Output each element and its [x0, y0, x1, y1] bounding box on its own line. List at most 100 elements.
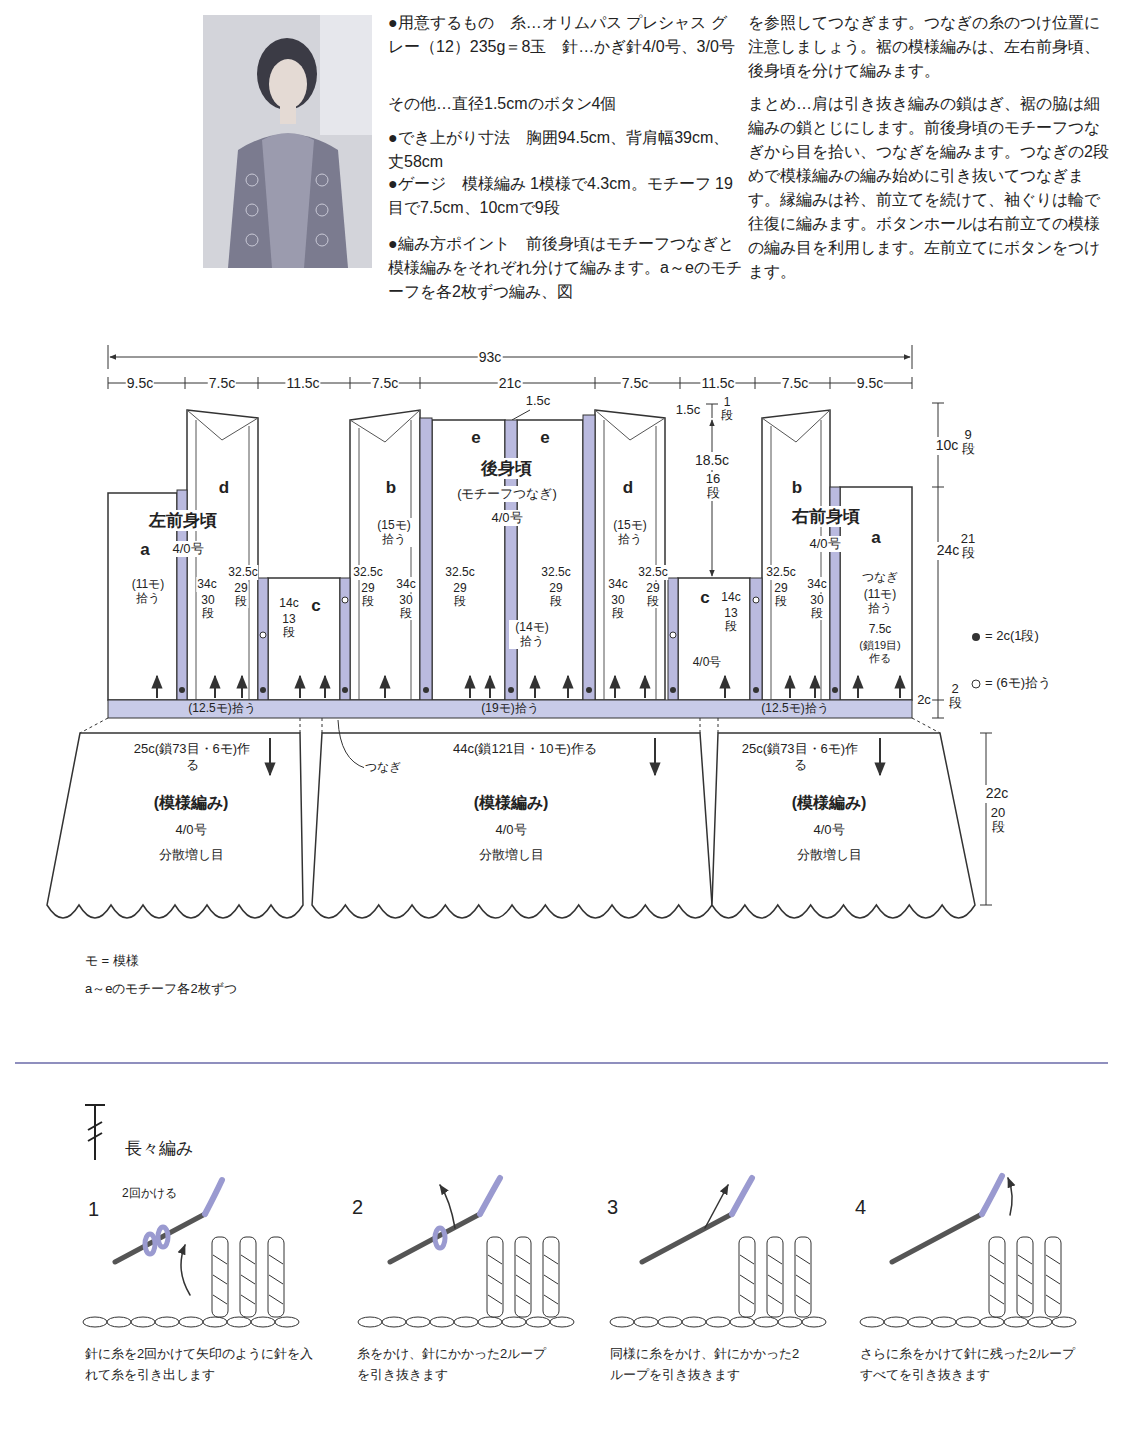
dimension-label: つなぎ — [861, 570, 899, 585]
dimension-label: 30段 — [611, 594, 626, 620]
dimension-label: 32.5c — [227, 565, 258, 580]
step-number: 1 — [88, 1197, 99, 1222]
dimension-label: 4/0号 — [171, 541, 204, 557]
dimension-label: 44c(鎖121目・10モ)作る — [452, 741, 598, 757]
panel-title: (模様編み) — [474, 791, 549, 815]
motif-strip: b — [762, 418, 830, 700]
dimension-label: 右前身頃 — [791, 506, 861, 527]
dimension-label: 10c — [935, 437, 960, 455]
dimension-label: 21c — [498, 375, 523, 393]
step-number: 2 — [352, 1195, 363, 1220]
motif-letter: c — [311, 596, 320, 616]
dimension-label: 7.5c — [868, 622, 893, 637]
legend-text: = 2c(1段) — [985, 628, 1039, 644]
motif-strip: b — [350, 418, 420, 700]
dimension-label: (15モ)拾う — [607, 518, 653, 547]
stitch-name: 長々編み — [125, 1138, 193, 1159]
panel-title: (模様編み) — [792, 791, 867, 815]
dimension-label: 32.5c — [765, 565, 796, 580]
instruction-text: ●用意するもの 糸…オリムパス プレシャス グレー（12）235g＝8玉 針…か… — [388, 11, 742, 59]
dimension-label: 13段 — [724, 607, 739, 633]
dimension-label: (19モ)拾う — [481, 701, 538, 716]
instruction-text: を参照してつなぎます。つなぎの糸のつけ位置に注意しましょう。裾の模様編みは、左右… — [748, 11, 1113, 83]
dimension-label: 14c — [720, 590, 741, 605]
dimension-label: 25c(鎖73目・6モ)作る — [737, 741, 863, 772]
dimension-label: 34c — [806, 577, 827, 592]
step-caption: 同様に糸をかけ、針にかかった2ループを引き抜きます — [610, 1343, 810, 1386]
motif-letter: e — [471, 428, 480, 448]
dimension-label: 29段 — [234, 582, 249, 608]
instruction-text: ●ゲージ 模様編み 1模様で4.3cm。モチーフ 19目で7.5cm、10cmで… — [388, 172, 742, 220]
dimension-label: 21段 — [960, 532, 976, 561]
panel-note: 4/0号 — [813, 820, 844, 840]
dimension-label: 7.5c — [371, 375, 399, 393]
dimension-label: 7.5c — [781, 375, 809, 393]
dimension-label: (12.5モ)拾う — [188, 701, 255, 716]
motif-letter: b — [792, 478, 802, 498]
instruction-text: まとめ…肩は引き抜き編みの鎖はぎ、裾の脇は細編みの鎖とじにします。前後身頃のモチ… — [748, 92, 1113, 284]
dimension-label: 7.5c — [621, 375, 649, 393]
dimension-label: 22c — [985, 785, 1010, 803]
dimension-label: 9.5c — [126, 375, 154, 393]
dimension-label: 29段 — [453, 582, 468, 608]
dimension-label: 32.5c — [352, 565, 383, 580]
dimension-label: (14モ)拾う — [509, 620, 555, 649]
dimension-label: 16段 — [705, 472, 721, 501]
motif-letter: e — [540, 428, 549, 448]
dimension-label: 7.5c — [208, 375, 236, 393]
motif-letter: a — [871, 528, 880, 548]
dimension-label: 34c — [395, 577, 416, 592]
panel-note: 4/0号 — [495, 820, 526, 840]
dimension-label: 34c — [607, 577, 628, 592]
step-number: 4 — [855, 1195, 866, 1220]
dimension-label: 2c — [916, 692, 932, 708]
instruction-text: ●編み方ポイント 前後身頃はモチーフつなぎと模様編みをそれぞれ分けて編みます。a… — [388, 232, 742, 304]
legend-text: = (6モ)拾う — [985, 675, 1051, 691]
step-caption: さらに糸をかけて針に残った2ループすべてを引き抜きます — [860, 1343, 1080, 1386]
note-text: a～eのモチーフ各2枚ずつ — [85, 981, 237, 997]
skirt-panel: (模様編み) 4/0号分散増し目 — [322, 733, 700, 905]
dimension-label: 14c — [278, 596, 299, 611]
dimension-label: 4/0号 — [490, 510, 523, 526]
dimension-label: 30段 — [810, 594, 825, 620]
dimension-label: 30段 — [399, 594, 414, 620]
dimension-label: 左前身頃 — [148, 510, 218, 531]
dimension-label: 9.5c — [856, 375, 884, 393]
dimension-label: 32.5c — [540, 565, 571, 580]
panel-note: 分散増し目 — [797, 845, 862, 865]
dimension-label: (15モ)拾う — [371, 518, 417, 547]
dimension-label: 後身頃 — [480, 458, 533, 479]
dimension-label: 11.5c — [285, 375, 320, 393]
dimension-label: 2段 — [947, 682, 963, 711]
instruction-text: ●でき上がり寸法 胸囲94.5cm、背肩幅39cm、丈58cm — [388, 126, 742, 174]
dimension-label: 29段 — [774, 582, 789, 608]
step-caption: 糸をかけ、針にかかった2ループを引き抜きます — [357, 1343, 552, 1386]
motif-letter: d — [219, 478, 229, 498]
step-number: 3 — [607, 1195, 618, 1220]
dimension-label: (11モ)拾う — [125, 577, 171, 606]
dimension-label: (モチーフつなぎ) — [456, 486, 558, 502]
note-text: モ = 模様 — [85, 953, 139, 969]
dimension-label: 32.5c — [637, 565, 668, 580]
dimension-label: 25c(鎖73目・6モ)作る — [129, 741, 255, 772]
dimension-label: 4/0号 — [808, 536, 841, 552]
dimension-label: 4/0号 — [692, 655, 723, 670]
instruction-text: その他…直径1.5cmのボタン4個 — [388, 92, 742, 116]
motif-letter: b — [386, 478, 396, 498]
dimension-label: 32.5c — [444, 565, 475, 580]
dimension-label: 34c — [196, 577, 217, 592]
dimension-label: 93c — [478, 349, 503, 367]
dimension-label: 30段 — [201, 594, 216, 620]
dimension-label: 29段 — [549, 582, 564, 608]
dimension-label: 13段 — [282, 613, 297, 639]
motif-letter: c — [700, 588, 709, 608]
dimension-label: 1段 — [720, 396, 735, 422]
callout-text: 2回かける — [122, 1186, 177, 1201]
panel-note: 4/0号 — [175, 820, 206, 840]
panel-note: 分散増し目 — [479, 845, 544, 865]
motif-strip: d — [595, 410, 665, 700]
dimension-label: 24c — [936, 542, 961, 560]
dimension-label: 9段 — [960, 428, 976, 457]
